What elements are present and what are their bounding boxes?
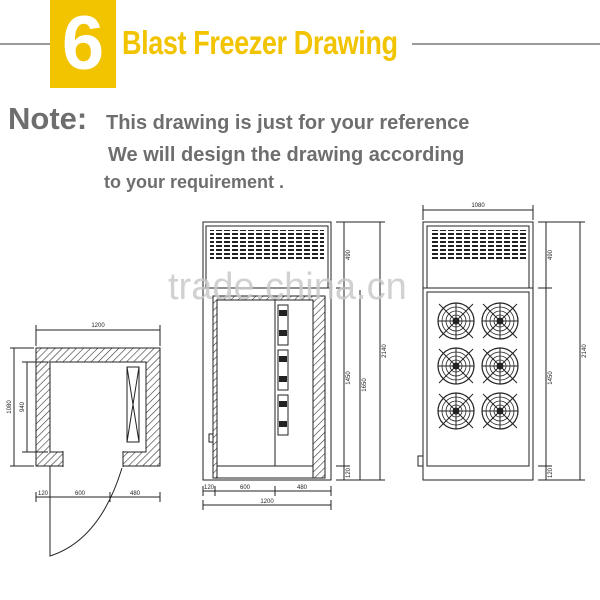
front-view-labels: 120 600 480 1200 490 1450 120 1650 2140: [204, 249, 388, 505]
plan-dim-bottom-2: 600: [75, 491, 86, 497]
front-dim-bottom-1: 120: [204, 485, 215, 491]
plan-dim-bottom-3: 480: [130, 491, 141, 497]
evaporator-fans: [437, 302, 519, 430]
fan-icon: [437, 302, 475, 340]
page-title: Blast Freezer Drawing: [122, 24, 398, 61]
side-dim-right-total: 2140: [582, 344, 588, 358]
front-dim-bottom-total: 1200: [260, 499, 274, 505]
section-number: 6: [61, 1, 105, 86]
front-dim-right-mid: 1450: [346, 371, 352, 385]
front-dim-bottom-3: 480: [297, 485, 308, 491]
plan-dim-bottom-1: 120: [38, 491, 49, 497]
fan-icon: [481, 392, 519, 430]
plan-dim-left-inner: 940: [20, 401, 26, 412]
plan-dim-top: 1200: [91, 323, 105, 329]
note-label: Note:: [8, 101, 88, 136]
front-view: [202, 221, 385, 510]
header-rule-left: [0, 43, 50, 45]
note-line-1: This drawing is just for your reference: [106, 112, 470, 134]
header-rule-right: [412, 43, 600, 45]
watermark: trade.china.cn: [168, 266, 407, 308]
side-dim-right-mid: 1450: [548, 371, 554, 385]
front-dim-right-total: 2140: [382, 344, 388, 358]
plan-view: [10, 325, 161, 557]
plan-dim-left-outer: 1080: [7, 400, 13, 414]
front-dim-right-top: 490: [346, 249, 352, 260]
front-dim-bottom-2: 600: [240, 485, 251, 491]
note-line-2: We will design the drawing according: [108, 144, 465, 166]
side-view: [417, 205, 585, 481]
side-dim-right-top: 490: [548, 249, 554, 260]
plan-view-labels: 1200 1080 940 120 600 480: [7, 323, 141, 497]
fan-icon: [437, 347, 475, 385]
fan-icon: [481, 347, 519, 385]
front-dim-right-1650: 1650: [362, 378, 368, 392]
front-dim-right-bottom: 120: [346, 467, 352, 478]
side-dim-top: 1080: [471, 203, 485, 209]
side-view-labels: 1080 490 1450 120 2140: [471, 203, 588, 478]
note-line-3: to your requirement .: [104, 172, 285, 192]
side-dim-right-bottom: 120: [548, 467, 554, 478]
fan-icon: [481, 302, 519, 340]
section-number-badge: 6: [50, 0, 116, 88]
fan-icon: [437, 392, 475, 430]
